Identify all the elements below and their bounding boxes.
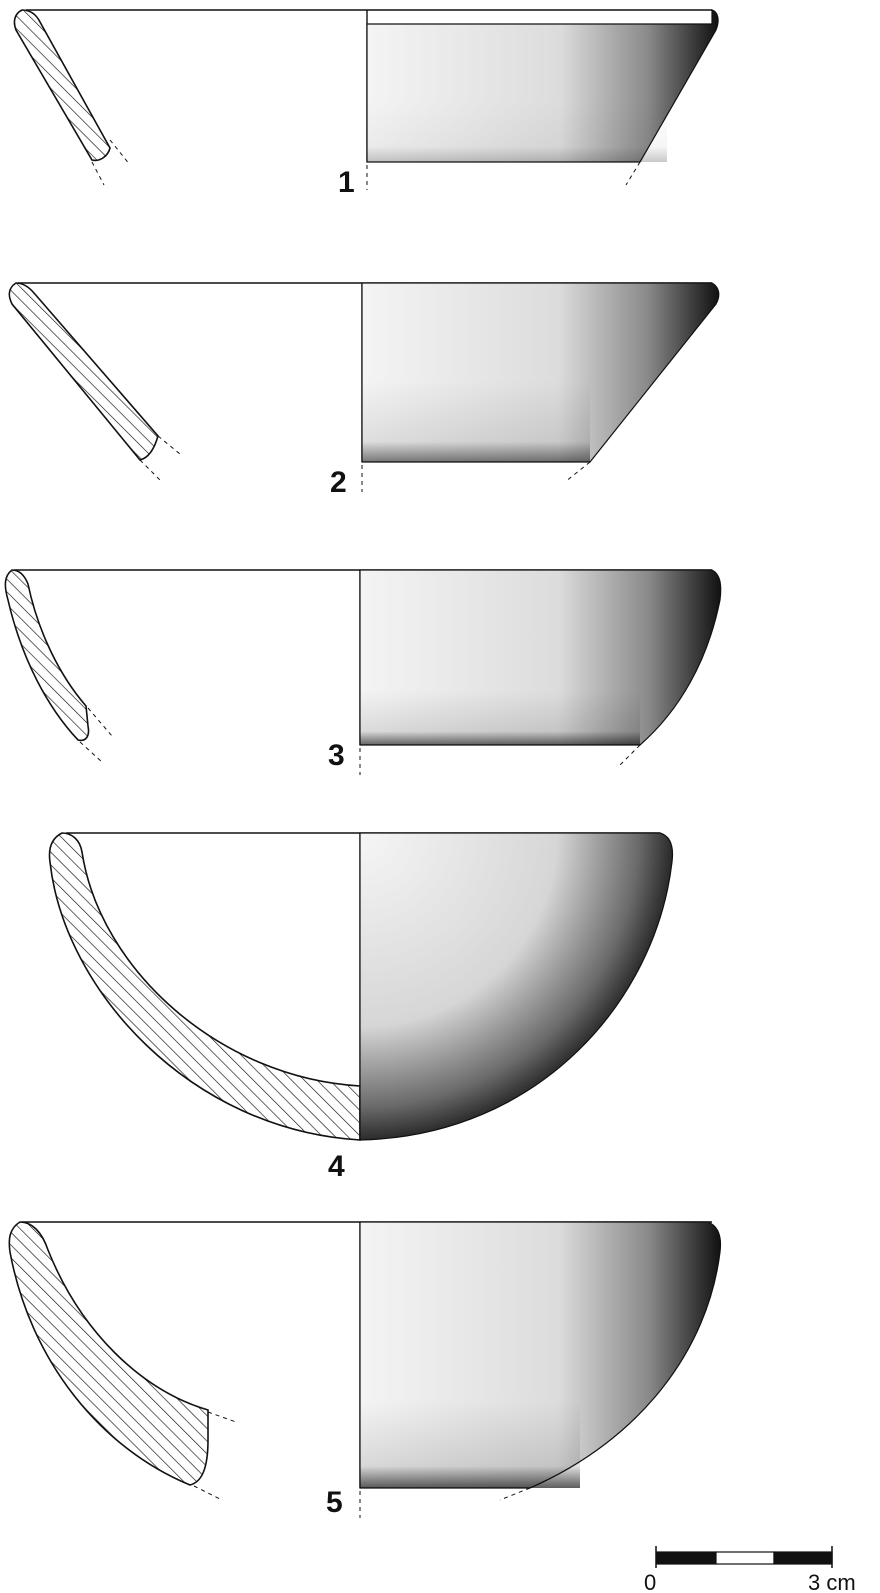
vessel-1-number: 1 xyxy=(338,166,355,199)
vessel-4-number: 4 xyxy=(328,1150,345,1183)
vessel-2: 2 xyxy=(8,282,720,499)
vessel-3-number: 3 xyxy=(328,739,345,772)
vessel-5: 5 xyxy=(8,1221,722,1519)
vessel-4-surface xyxy=(359,832,674,1141)
vessel-2-section xyxy=(8,282,159,461)
vessel-4: 4 xyxy=(48,832,674,1183)
scale-start-label: 0 xyxy=(644,1570,656,1593)
vessel-2-number: 2 xyxy=(330,466,347,499)
scale-bar: 0 3 cm xyxy=(644,1546,856,1593)
vessel-5-number: 5 xyxy=(326,1486,343,1519)
vessel-3: 3 xyxy=(4,569,722,775)
vessel-3-section xyxy=(4,569,90,742)
vessel-4-section xyxy=(48,832,361,1141)
vessel-1: 1 xyxy=(13,9,719,199)
vessel-5-section xyxy=(8,1221,209,1486)
vessel-1-section xyxy=(13,9,111,162)
scale-end-label: 3 cm xyxy=(808,1570,856,1593)
